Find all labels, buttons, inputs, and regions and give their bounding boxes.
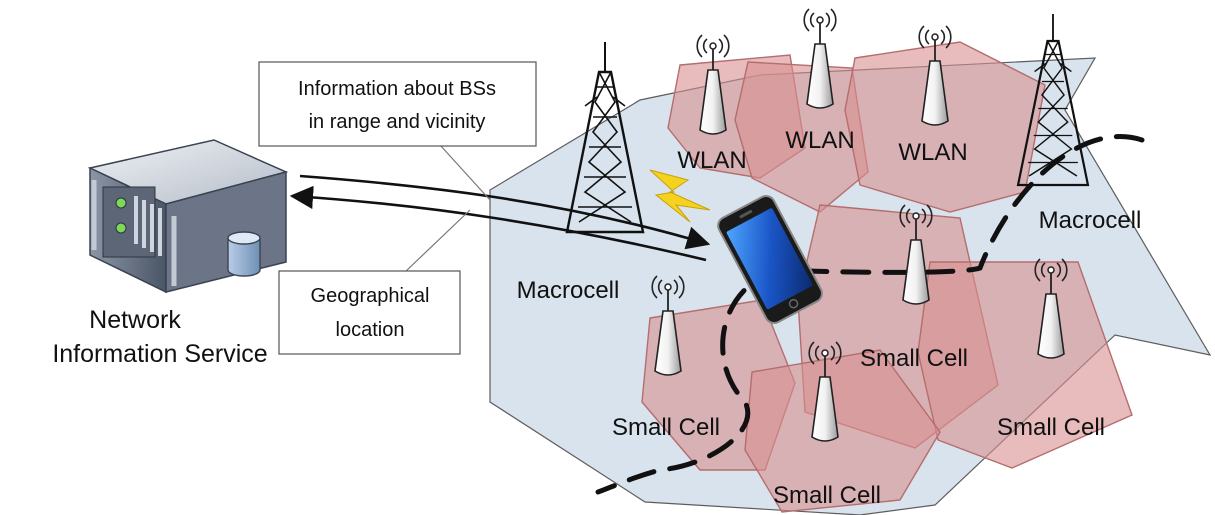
server-label-line-2: Information Service: [52, 340, 267, 368]
label-wlan-1: WLAN: [677, 147, 746, 174]
response-arrow: [289, 185, 707, 262]
label-smallcell-left: Small Cell: [612, 414, 720, 441]
callout-location-line-2: location: [336, 319, 405, 341]
smallcell-coverage-areas: [641, 204, 1133, 513]
callout-location: Geographical location: [278, 270, 461, 355]
label-smallcell-right: Small Cell: [997, 414, 1105, 441]
label-wlan-2: WLAN: [785, 127, 854, 154]
dashed-boundary: [595, 134, 1145, 495]
server-label-line-1: Network: [89, 306, 181, 334]
callout-bsinfo-line-1: Information about BSs: [298, 78, 496, 100]
wlan-coverage-areas: [667, 41, 1046, 213]
label-smallcell-bottom: Small Cell: [773, 482, 881, 509]
label-wlan-3: WLAN: [898, 139, 967, 166]
callout-location-line-1: Geographical: [311, 285, 430, 307]
lightning-bolt-icon: [649, 169, 711, 223]
smartphone-icon: [717, 195, 823, 325]
callout-bottom-leader: [404, 209, 471, 273]
callout-bsinfo: Information about BSs in range and vicin…: [258, 61, 537, 147]
wlan-antenna-2-icon: [803, 8, 837, 109]
request-arrow: [299, 174, 711, 250]
database-icon: [227, 231, 261, 277]
callout-bsinfo-line-2: in range and vicinity: [309, 111, 486, 133]
server-icon: [87, 139, 289, 294]
callout-top-leader: [439, 144, 491, 201]
label-macrocell-right: Macrocell: [1039, 207, 1142, 234]
label-smallcell-center: Small Cell: [860, 345, 968, 372]
label-macrocell-left: Macrocell: [517, 277, 620, 304]
